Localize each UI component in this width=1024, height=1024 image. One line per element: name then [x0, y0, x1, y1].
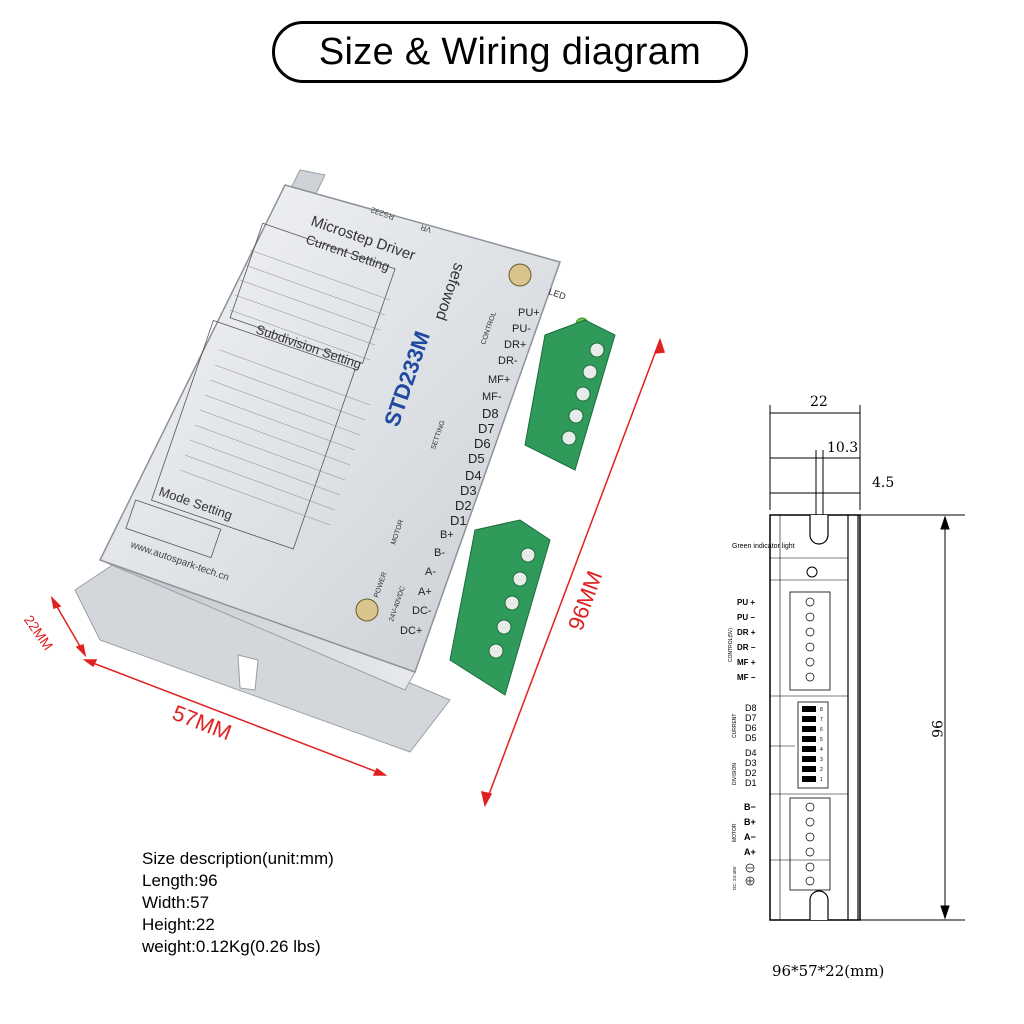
drawing-pin-dr-plus: DR + — [737, 628, 756, 637]
drawing-motor-terminal — [789, 797, 831, 891]
dim-arrow-width — [82, 659, 388, 776]
product-dip-d3: D3 — [460, 483, 477, 498]
control-terminal-block — [524, 319, 616, 471]
size-height: Height:22 — [142, 915, 215, 934]
drawing-dim-4-5: 4.5 — [872, 475, 894, 491]
product-power-dc-plus: DC+ — [400, 625, 422, 637]
product-dip-d4: D4 — [465, 468, 482, 483]
drawing-current-d7: D7 — [745, 713, 757, 723]
settings-tables — [125, 222, 396, 559]
size-heading: Size description(unit:mm) — [142, 849, 334, 868]
drawing-current-d8: D8 — [745, 703, 757, 713]
drawing-dim-10-3: 10.3 — [827, 440, 858, 456]
drawing-pin-dr-minus: DR − — [737, 643, 756, 652]
motor-terminal-block — [449, 519, 551, 696]
drawing-motor-b-plus: B+ — [744, 817, 756, 827]
drawing-control-terminal — [789, 591, 831, 691]
drawing-division-group: DIVISION — [732, 763, 738, 785]
drawing-motor-b-minus: B− — [744, 802, 756, 812]
drawing-current-group: CURRENT — [732, 714, 738, 738]
screw-top — [508, 263, 532, 287]
drawing-dim-22: 22 — [810, 394, 828, 410]
drawing-motor-a-plus: A+ — [744, 847, 756, 857]
drawing-power-group: DC: 24-40V — [732, 866, 737, 890]
size-width: Width:57 — [142, 893, 210, 912]
drawing-dim-96: 96 — [928, 720, 944, 738]
product-dip-d2: D2 — [455, 498, 472, 513]
screw-bottom — [355, 598, 379, 622]
product-pin-pu-plus: PU+ — [518, 307, 540, 319]
drawing-motor-group: MOTOR — [732, 823, 738, 842]
drawing-division-d3: D3 — [745, 758, 757, 768]
product-led-label: LED — [547, 286, 567, 301]
product-pin-dr-plus: DR+ — [504, 339, 526, 351]
product-motor-b-minus: B- — [434, 547, 445, 559]
drawing-current-d5: D5 — [745, 733, 757, 743]
size-weight: weight:0.12Kg(0.26 lbs) — [142, 937, 321, 956]
product-motor-a-minus: A- — [425, 566, 436, 578]
drawing-switch-8: 8 — [820, 707, 823, 713]
drawing-division-d2: D2 — [745, 768, 757, 778]
product-pin-mf-plus: MF+ — [488, 374, 510, 386]
product-pin-mf-minus: MF- — [482, 391, 502, 403]
drawing-control-group: CONTROL(5V) — [728, 628, 734, 662]
drawing-dip-switch — [797, 701, 829, 789]
product-motor-b-plus: B+ — [440, 529, 454, 541]
plus-symbol-icon — [745, 876, 755, 886]
top-face — [98, 184, 561, 673]
drawing-switch-4: 4 — [820, 747, 823, 753]
drawing-pin-mf-minus: MF − — [737, 673, 756, 682]
drawing-led-circle — [806, 566, 818, 578]
drawing-pin-pu-plus: PU + — [737, 598, 755, 607]
drawing-pin-mf-plus: MF + — [737, 658, 756, 667]
product-dip-d6: D6 — [474, 436, 491, 451]
drawing-switch-5: 5 — [820, 737, 823, 743]
drawing-division-d4: D4 — [745, 748, 757, 758]
product-motor-a-plus: A+ — [418, 586, 432, 598]
product-dip-d7: D7 — [478, 421, 495, 436]
product-power-dc-minus: DC- — [412, 605, 432, 617]
size-description: Size description(unit:mm) Length:96 Widt… — [142, 848, 334, 958]
drawing-division-d1: D1 — [745, 778, 757, 788]
drawing-switch-6: 6 — [820, 727, 823, 733]
size-length: Length:96 — [142, 871, 218, 890]
product-dip-d5: D5 — [468, 451, 485, 466]
driver-product-illustration: Microstep Driver Current Setting Subdivi… — [50, 169, 666, 808]
drawing-pin-pu-minus: PU − — [737, 613, 755, 622]
drawing-motor-a-minus: A− — [744, 832, 756, 842]
drawing-current-d6: D6 — [745, 723, 757, 733]
drawing-switch-2: 2 — [820, 767, 823, 773]
dim-arrow-height — [50, 595, 87, 658]
page-title: Size & Wiring diagram — [272, 21, 748, 83]
drawing-led-label: Green indicator light — [732, 543, 795, 550]
product-dip-d1: D1 — [450, 513, 467, 528]
product-pin-dr-minus: DR- — [498, 355, 518, 367]
product-vr: VR — [419, 222, 433, 234]
drawing-switch-1: 1 — [820, 777, 823, 783]
drawing-caption: 96*57*22(mm) — [772, 962, 885, 980]
dim-arrow-length — [481, 337, 666, 808]
drawing-switch-7: 7 — [820, 717, 823, 723]
product-dip-d8: D8 — [482, 406, 499, 421]
minus-symbol-icon — [745, 863, 755, 873]
product-pin-pu-minus: PU- — [512, 323, 531, 335]
drawing-switch-3: 3 — [820, 757, 823, 763]
technical-drawing: 22 10.3 4.5 96 Green indicator light PU … — [728, 394, 965, 921]
